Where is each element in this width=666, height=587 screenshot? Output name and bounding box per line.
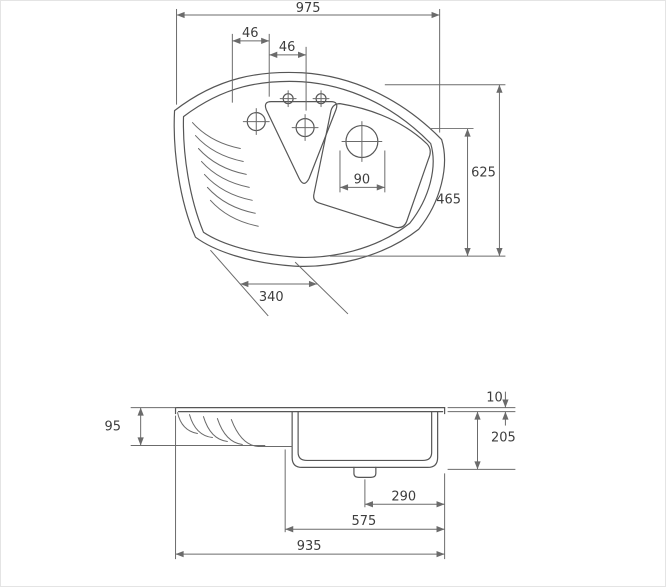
dim-bowl-depth: 205	[447, 411, 516, 470]
dim-tap-spacing: 46 46	[231, 26, 307, 111]
dim-width-overall: 975	[176, 1, 441, 133]
dim-label-290: 290	[391, 489, 416, 504]
dim-depth-overall: 625	[330, 84, 506, 257]
dim-drain: 90	[339, 150, 386, 193]
dim-label-975: 975	[296, 1, 321, 16]
dim-label-575: 575	[352, 514, 377, 529]
dim-label-90: 90	[354, 172, 370, 187]
dim-drainer-depth: 95	[105, 407, 266, 446]
drainboard-rib	[191, 122, 241, 149]
profile-scallop	[230, 419, 259, 447]
extension-line	[210, 249, 269, 317]
dim-label-46-a: 46	[242, 26, 258, 41]
small-bowl-outline	[264, 101, 338, 184]
dim-rim-height: 10	[447, 391, 516, 426]
sink-inner-rim-outline	[182, 80, 434, 258]
drainboard-rib	[206, 186, 256, 214]
top-view: 975 46 46 90 465	[173, 1, 506, 317]
tap-hole-left	[242, 108, 270, 136]
drainboard-rib	[200, 160, 250, 188]
dim-label-465: 465	[436, 192, 461, 207]
sink-outer-outline	[173, 71, 446, 267]
dim-corner-section: 340	[210, 249, 349, 317]
tap-knockout-left	[279, 90, 297, 108]
main-bowl-outline	[313, 103, 431, 229]
drainboard-profile	[177, 412, 293, 447]
dim-label-340: 340	[259, 290, 284, 305]
dim-depth-inner: 465	[429, 128, 474, 257]
dim-label-935: 935	[297, 539, 322, 554]
profile-scallop	[216, 418, 243, 445]
tap-hole-middle	[291, 114, 319, 142]
dim-bottom-group: 290 575 935	[175, 415, 446, 560]
extension-line	[294, 261, 349, 315]
tap-knockout-right	[312, 90, 330, 108]
profile-scallop	[202, 416, 228, 442]
dim-label-46-b: 46	[279, 40, 295, 55]
drainboard-rib	[209, 199, 259, 227]
drainboard-rib	[203, 173, 253, 201]
dim-label-625: 625	[471, 165, 496, 180]
dim-label-205: 205	[491, 430, 516, 445]
drainboard-rib	[197, 147, 247, 175]
bowl-outer-wall	[291, 410, 439, 469]
profile-scallop	[177, 412, 198, 435]
drainboard-ribs	[191, 122, 259, 227]
bowl-inner-wall	[297, 410, 433, 462]
drainboard-rib	[194, 135, 244, 162]
side-view: 95 10 205 290 575 935	[105, 391, 516, 560]
profile-scallop	[188, 414, 213, 439]
dim-label-10: 10	[486, 391, 502, 406]
dim-label-95: 95	[105, 420, 121, 435]
drain-hole	[341, 121, 383, 162]
drain-stub	[353, 466, 377, 478]
